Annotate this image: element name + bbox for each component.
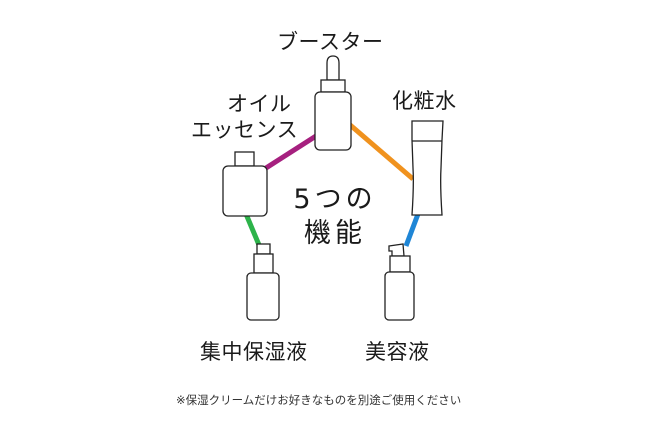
edge-oil-booster (264, 133, 318, 171)
center-title-line1: 5つの (293, 184, 377, 215)
dropper-bottle-icon (314, 55, 352, 151)
cap-bottle-icon (222, 151, 268, 217)
label-concentrate: 集中保湿液 (200, 340, 308, 364)
pump-bottle-icon (384, 243, 415, 321)
tall-bottle-icon (411, 120, 444, 216)
edge-concentrate-oil (243, 213, 262, 246)
edge-lotion-serum (403, 213, 421, 247)
label-oil-line2: エッセンス (191, 118, 299, 142)
label-oil-line1: オイル (227, 92, 292, 116)
footnote: ※保湿クリームだけお好きなものを別途ご使用ください (176, 393, 462, 407)
label-serum: 美容液 (365, 340, 430, 364)
center-title: 5つの 機能 (280, 183, 390, 251)
label-lotion: 化粧水 (392, 89, 457, 113)
nozzle-bottle-icon (246, 243, 280, 321)
label-booster: ブースター (277, 30, 384, 54)
center-title-line2: 機能 (304, 218, 366, 249)
edge-booster-lotion (347, 122, 415, 181)
